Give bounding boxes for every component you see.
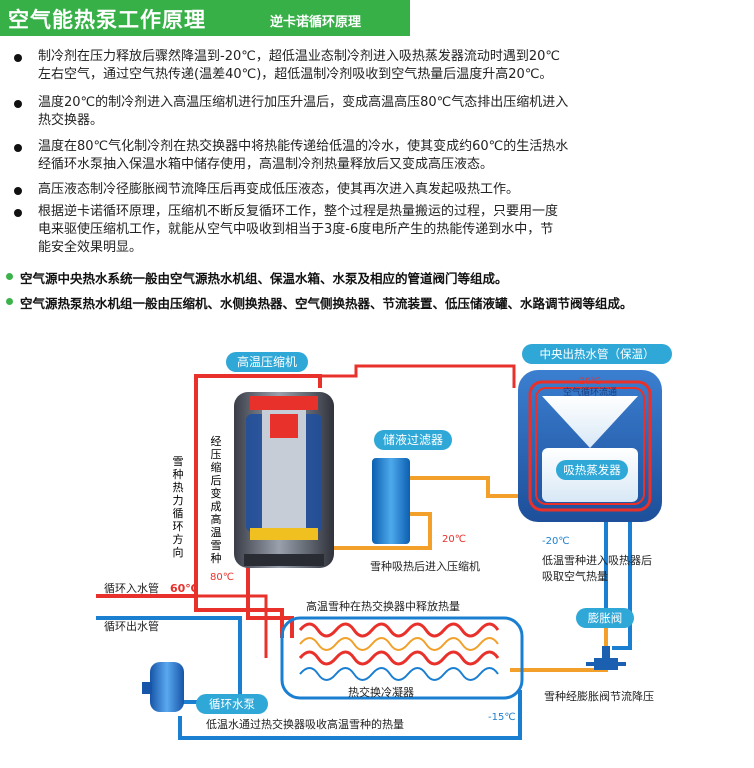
bullet-3-line-1: 温度在80℃气化制冷剂在热交换器中将热能传递给低温的冷水，使其变成约60℃的生活… — [38, 139, 569, 154]
green-bullet-2-text: 空气源热泵热水机组一般由压缩机、水侧换热器、空气侧换热器、节流装置、低压储液罐、… — [20, 296, 633, 311]
exchanger-top-label: 高温雪种在热交换器中释放热量 — [306, 599, 460, 613]
svg-text:雪: 雪 — [173, 455, 184, 468]
inlet-water-pipe-right — [196, 594, 268, 658]
svg-text:环: 环 — [173, 520, 184, 533]
expansion-valve-label: 膨胀阀 — [588, 611, 623, 625]
svg-text:后: 后 — [211, 474, 222, 487]
bullet-4-line-1: 高压液态制冷径膨胀阀节流降压后再变成低压液态，使其再次进入真发起吸热工作。 — [38, 182, 520, 197]
svg-text:缩: 缩 — [211, 461, 222, 474]
green-dot-icon — [6, 273, 13, 280]
bullet-dot-icon — [14, 144, 22, 152]
bullet-1-line-1: 制冷剂在压力释放后骤然降温到-20℃，超低温业态制冷剂进入吸热蒸发器流动时遇到2… — [38, 49, 560, 64]
expansion-valve-icon — [586, 646, 626, 670]
refrigerant-to-compressor-label: 雪种吸热后进入压缩机 — [370, 559, 480, 573]
heat-exchanger-icon — [280, 616, 524, 700]
bullet-dot-icon — [14, 187, 22, 195]
bullet-dot-icon — [14, 209, 22, 217]
compressor-label-tag — [226, 352, 308, 372]
temp-80-label: 80℃ — [210, 572, 234, 583]
evaporator-note-2: 吸取空气热量 — [542, 569, 608, 583]
evaporator-note-1: 低温雪种进入吸热器后 — [542, 553, 652, 567]
svg-text:雪: 雪 — [211, 539, 222, 552]
bullet-1-line-2: 左右空气，通过空气热传递(温差40℃)，超低温制冷剂吸收到空气热量后温度升高20… — [38, 67, 553, 82]
expansion-valve-tag — [576, 608, 634, 628]
circulation-pump-icon — [142, 662, 184, 712]
svg-text:种: 种 — [173, 467, 184, 481]
hot-water-line — [320, 364, 516, 388]
central-pipe-tag — [522, 344, 672, 364]
title-bar: 空气能热泵工作原理 逆卡诺循环原理 — [0, 0, 410, 36]
page-subtitle: 逆卡诺循环原理 — [270, 15, 362, 30]
bullet-5-line-3: 能安全效果明显。 — [38, 240, 143, 255]
svg-text:压: 压 — [211, 448, 222, 461]
svg-text:热: 热 — [173, 481, 184, 494]
temp-minus15-label: -15℃ — [488, 712, 516, 723]
evaporator-label: 吸热蒸发器 — [563, 463, 621, 477]
heat-pump-diagram: 高温压缩机 经 压 缩 后 变 成 高 温 雪 种 雪 种 热 力 循 环 方 … — [96, 344, 672, 740]
green-dot-icon — [6, 298, 13, 305]
page-title: 空气能热泵工作原理 — [8, 8, 206, 32]
svg-text:循: 循 — [173, 507, 184, 520]
svg-text:种: 种 — [211, 551, 222, 565]
green-bullet-1-text: 空气源中央热水系统一般由空气源热水机组、保温水箱、水泵及相应的管道阀门等组成。 — [20, 271, 508, 286]
exchanger-label: 热交换冷凝器 — [348, 685, 414, 699]
svg-text:经: 经 — [211, 435, 222, 448]
filter-icon — [372, 458, 410, 544]
compressor-outlet-pipe — [246, 564, 294, 638]
svg-text:变: 变 — [211, 486, 222, 500]
svg-text:方: 方 — [173, 532, 184, 546]
compressor-top-pipe — [234, 374, 322, 388]
inlet-temp-label: 60℃ — [170, 582, 199, 595]
svg-text:向: 向 — [173, 545, 184, 559]
compressor-icon — [234, 392, 334, 568]
pump-label-tag — [196, 694, 268, 714]
svg-text:力: 力 — [173, 494, 184, 507]
bullet-5-line-2: 电来驱使压缩机工作，就能从空气中吸收到相当于3度-6度电所产生的热能传递到水中，… — [38, 222, 554, 237]
temp-20-label: 20℃ — [442, 534, 466, 545]
evaporator-tag — [556, 460, 628, 480]
svg-text:温: 温 — [211, 526, 222, 539]
air-channel-label: 空气循环流通 — [563, 386, 617, 398]
filter-label-tag — [374, 430, 452, 450]
bullet-dot-icon — [14, 54, 22, 62]
filter-label: 储液过滤器 — [383, 432, 443, 447]
bullet-3-line-2: 经循环水泵抽入保温水箱中储存使用，高温制冷剂热量释放后又变成高压液态。 — [38, 157, 494, 172]
compressor-side-text: 经 压 缩 后 变 成 高 温 雪 种 — [211, 435, 222, 565]
inlet-pipe-label: 循环入水管 — [104, 581, 159, 595]
bullet-dot-icon — [14, 100, 22, 108]
pump-to-exchanger-pipe — [178, 690, 522, 740]
expansion-note: 雪种经膨胀阀节流降压 — [544, 689, 654, 703]
central-pipe-label: 中央出热水管（保温） — [540, 347, 655, 361]
pump-note: 低温水通过热交换器吸收高温雪种的热量 — [206, 717, 404, 731]
temp-minus20-label: -20℃ — [542, 536, 570, 547]
outlet-pipe-label: 循环出水管 — [104, 619, 159, 633]
svg-text:高: 高 — [211, 512, 222, 526]
filter-to-evaporator-pipe — [409, 476, 542, 498]
bullet-5-line-1: 根据逆卡诺循环原理，压缩机不断反复循环工作，整个过程是热量搬运的过程，只要用一度 — [38, 204, 559, 219]
air-channel-temp: 20℃ — [579, 377, 601, 387]
svg-text:成: 成 — [211, 500, 222, 513]
pump-label: 循环水泵 — [209, 697, 255, 711]
cycle-direction-text: 雪 种 热 力 循 环 方 向 — [173, 455, 184, 559]
compressor-label: 高温压缩机 — [237, 354, 297, 369]
bullet-2-line-1: 温度20℃的制冷剂进入高温压缩机进行加压升温后，变成高温高压80℃气态排出压缩机… — [38, 95, 569, 110]
bullet-2-line-2: 热交换器。 — [38, 113, 104, 128]
